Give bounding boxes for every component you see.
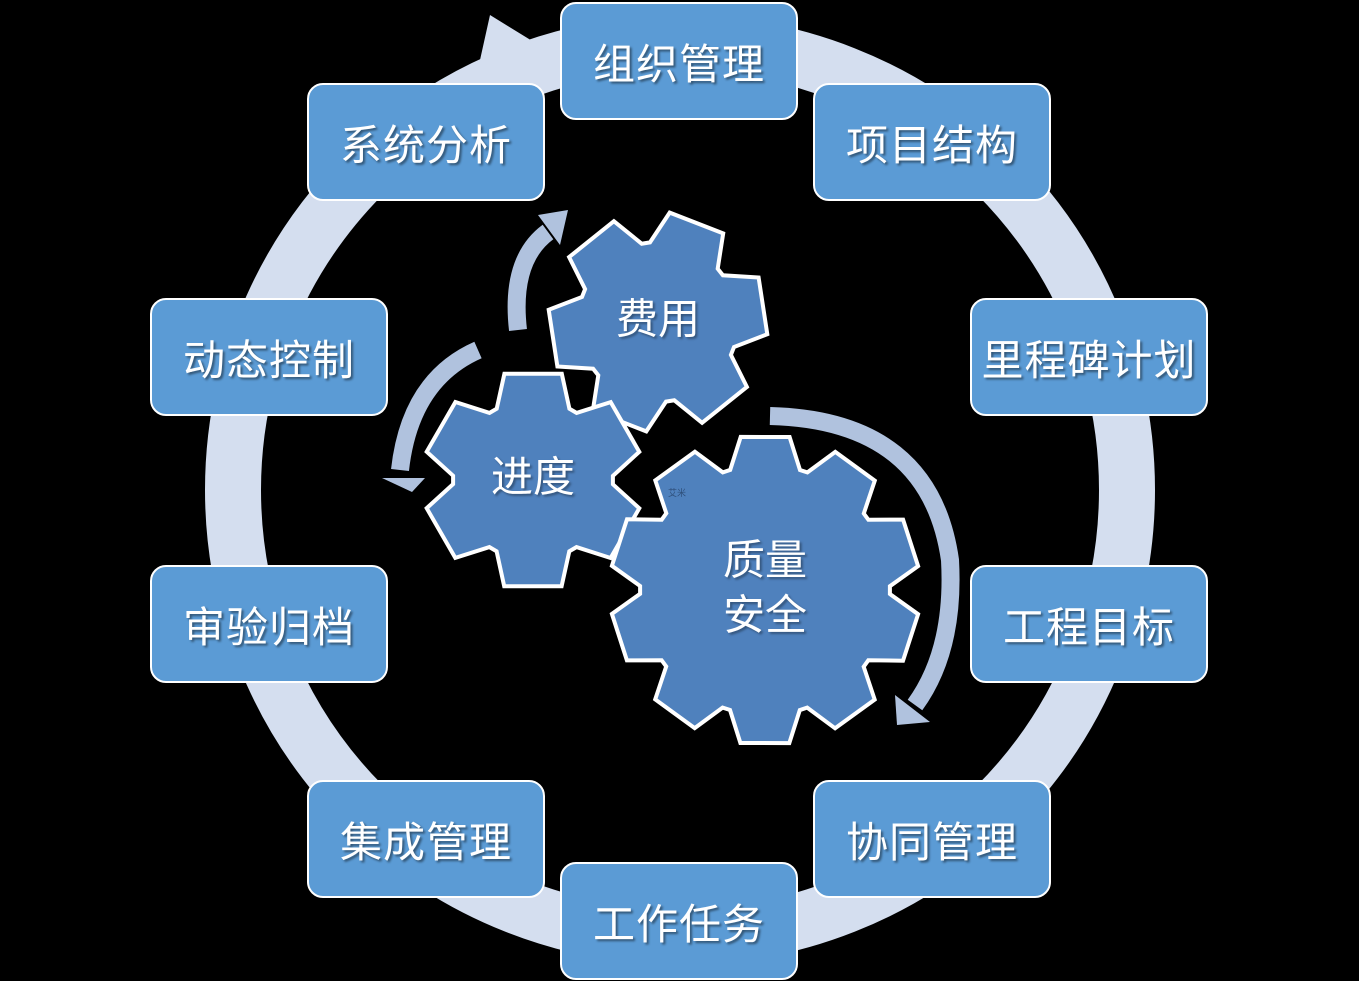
- arrowhead-cost: [538, 210, 568, 245]
- box-dynamic-control: 动态控制: [150, 298, 388, 416]
- gear-label-cost: 费用: [615, 294, 701, 344]
- box-collaboration-management: 协同管理: [813, 780, 1051, 898]
- box-engineering-goal: 工程目标: [970, 565, 1208, 683]
- box-work-tasks: 工作任务: [560, 862, 798, 980]
- box-project-structure: 项目结构: [813, 83, 1051, 201]
- gear-cost: [546, 210, 770, 434]
- arrow-to-schedule: [391, 341, 482, 472]
- cycle-arrowhead: [480, 15, 555, 95]
- gear-schedule: [424, 371, 642, 589]
- box-review-archive: 审验归档: [150, 565, 388, 683]
- watermark: 艾米: [668, 489, 687, 499]
- arrow-to-quality: [769, 407, 960, 711]
- arrow-to-cost: [507, 224, 554, 332]
- gear-label-schedule: 进度: [490, 452, 576, 502]
- box-milestone-plan: 里程碑计划: [970, 298, 1208, 416]
- box-system-analysis: 系统分析: [307, 83, 545, 201]
- gear-label-quality-safety: 质量 安全: [722, 535, 808, 639]
- gear-quality-safety: [609, 434, 921, 746]
- box-integration-management: 集成管理: [307, 780, 545, 898]
- box-organization-management: 组织管理: [560, 2, 798, 120]
- arrowhead-schedule: [382, 478, 425, 492]
- arrowhead-quality: [895, 695, 930, 725]
